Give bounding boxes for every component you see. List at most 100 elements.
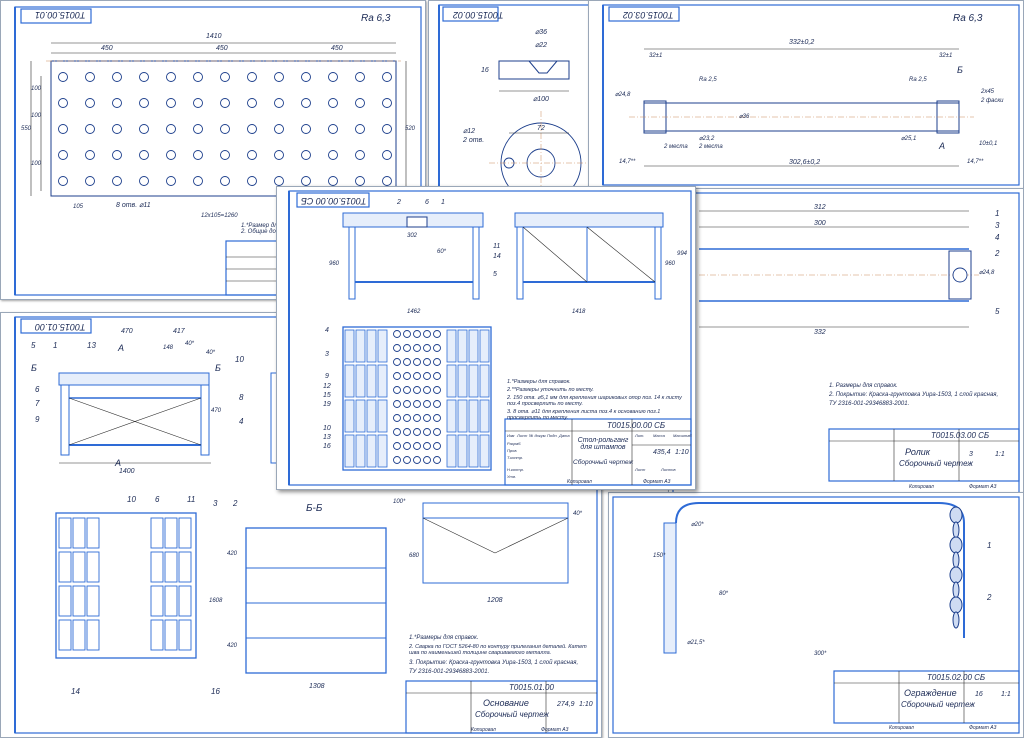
sheet-mass: 3 bbox=[969, 451, 973, 458]
tb-code: T0015.00.00 СБ bbox=[607, 421, 666, 430]
plate-hole bbox=[58, 176, 68, 186]
dim-h100c: 100 bbox=[31, 161, 42, 167]
callout-left-3: 3 bbox=[325, 351, 329, 358]
plate-hole bbox=[166, 176, 176, 186]
frame-cell bbox=[72, 517, 86, 549]
ball-transfer bbox=[413, 414, 421, 422]
note-4: 3. 8 отв. ⌀11 для крепления листа поз.4 … bbox=[507, 409, 661, 421]
roller-slot bbox=[377, 364, 388, 398]
ball-transfer bbox=[433, 428, 441, 436]
frame-cell bbox=[178, 551, 192, 583]
roller-slot bbox=[457, 329, 468, 363]
dim-w417: 417 bbox=[173, 328, 185, 335]
plate-hole bbox=[193, 72, 203, 82]
dim-d: ⌀24,8 bbox=[979, 270, 995, 276]
sheet-top-right[interactable]: T0015.03.02 Ra 6,3 332±0,2 32±1 32±1 Ra … bbox=[588, 0, 1024, 190]
plate-hole bbox=[382, 72, 392, 82]
plate-hole bbox=[274, 124, 284, 134]
frame-cell bbox=[178, 585, 192, 617]
plate-hole bbox=[139, 150, 149, 160]
plate-hole bbox=[382, 124, 392, 134]
dim-edge-a: 14,7** bbox=[619, 159, 636, 165]
dim-h100b: 100 bbox=[31, 113, 42, 119]
tb-scale: 1:10 bbox=[675, 449, 689, 456]
dim-w300: 300* bbox=[814, 651, 827, 657]
dim-h420: 420 bbox=[227, 551, 238, 557]
callout-6: 6 bbox=[425, 199, 429, 206]
footer-format: Формат А3 bbox=[969, 484, 997, 490]
sheet-bottom-right[interactable]: ⌀20* 150* 80* ⌀21,5* 300* 1 2 T0015.02.0… bbox=[608, 492, 1024, 738]
plate-hole bbox=[301, 124, 311, 134]
plate-hole bbox=[166, 98, 176, 108]
plate-hole bbox=[220, 176, 230, 186]
roller-slot bbox=[344, 434, 355, 468]
dim-edge-b: 14,7** bbox=[967, 159, 984, 165]
frame-cell bbox=[178, 619, 192, 651]
plate-hole bbox=[328, 72, 338, 82]
frame-cell bbox=[178, 517, 192, 549]
dim-h2: 960 bbox=[665, 261, 676, 267]
sheet-code: T0015.03.00 СБ bbox=[931, 431, 990, 440]
frame-cell bbox=[72, 619, 86, 651]
callout-3: 3 bbox=[213, 499, 218, 508]
plate-hole bbox=[220, 98, 230, 108]
plate-hole bbox=[58, 72, 68, 82]
roller-slot bbox=[468, 329, 479, 363]
sheet-right-mid[interactable]: 312 300 332 ⌀24,8 1 3 4 2 5 1. Размеры д… bbox=[668, 188, 1024, 498]
plate-hole bbox=[112, 124, 122, 134]
dim-d22: ⌀22 bbox=[535, 42, 548, 49]
plate-hole bbox=[355, 72, 365, 82]
plate-hole bbox=[139, 124, 149, 134]
ball-transfer bbox=[393, 442, 401, 450]
dim-side: 520 bbox=[405, 126, 416, 132]
plate-hole bbox=[247, 176, 257, 186]
plate-hole bbox=[247, 150, 257, 160]
callout-6: 6 bbox=[35, 385, 40, 394]
sheet-center-drawing bbox=[288, 190, 692, 486]
callout-6b: 6 bbox=[155, 495, 160, 504]
footer-copied: Копировал bbox=[567, 479, 592, 485]
tb-title: Стол-рольганг для штампов bbox=[577, 437, 629, 451]
plate-hole bbox=[274, 176, 284, 186]
ball-transfer bbox=[433, 400, 441, 408]
dim-w470: 470 bbox=[121, 328, 133, 335]
tb-mass: 435,4 bbox=[653, 449, 671, 456]
roller-slot bbox=[377, 399, 388, 433]
dim-d21: ⌀21,5* bbox=[687, 640, 705, 646]
callout-11: 11 bbox=[187, 495, 196, 504]
plate-hole bbox=[112, 72, 122, 82]
ball-transfer bbox=[403, 442, 411, 450]
note-3: ТУ 2316-001-29346883-2001. bbox=[829, 401, 910, 407]
callout-10b: 10 bbox=[127, 495, 136, 504]
dim-h40: 40* bbox=[573, 511, 583, 517]
roller-slot bbox=[479, 399, 490, 433]
callout-13: 13 bbox=[87, 341, 96, 350]
frame-cell bbox=[72, 585, 86, 617]
chain-link bbox=[952, 611, 960, 629]
ball-transfer bbox=[403, 358, 411, 366]
dim-h100a: 100 bbox=[31, 86, 42, 92]
chain-link bbox=[952, 551, 960, 569]
dim-h420b: 420 bbox=[227, 643, 238, 649]
frame-cell bbox=[86, 517, 100, 549]
frame-cell bbox=[150, 585, 164, 617]
sheet-code: T0015.01.00 bbox=[35, 322, 86, 332]
plate-hole bbox=[85, 98, 95, 108]
plate-hole bbox=[193, 150, 203, 160]
tb-subtitle: Сборочный чертеж bbox=[573, 459, 634, 466]
callout-1: 1 bbox=[441, 199, 445, 206]
sheet-top-left[interactable]: T0015.00.01 Ra 6,3 1410 450 450 450 100 … bbox=[0, 0, 426, 300]
ball-transfer bbox=[433, 456, 441, 464]
plate-hole bbox=[166, 124, 176, 134]
sheet-center[interactable]: T0015.00.00 СБ 2 6 1 11 14 5 302 60* 960… bbox=[276, 186, 696, 490]
ball-transfer bbox=[393, 386, 401, 394]
dim-inner2: ⌀25,1 bbox=[901, 136, 917, 142]
sheet-right-mid-drawing bbox=[672, 192, 1020, 494]
roughness-mark: Ra 6,3 bbox=[361, 13, 391, 24]
sheet-subtitle: Сборочный чертеж bbox=[901, 700, 975, 709]
roller-slot bbox=[344, 399, 355, 433]
dim-left: 450 bbox=[101, 45, 113, 52]
ball-transfer bbox=[393, 428, 401, 436]
sheet-top-mid[interactable]: T0015.00.02 ⌀36 ⌀22 16 ⌀100 72 ⌀12 2 отв… bbox=[428, 0, 600, 194]
sheet-subtitle: Сборочный чертеж bbox=[899, 459, 973, 468]
